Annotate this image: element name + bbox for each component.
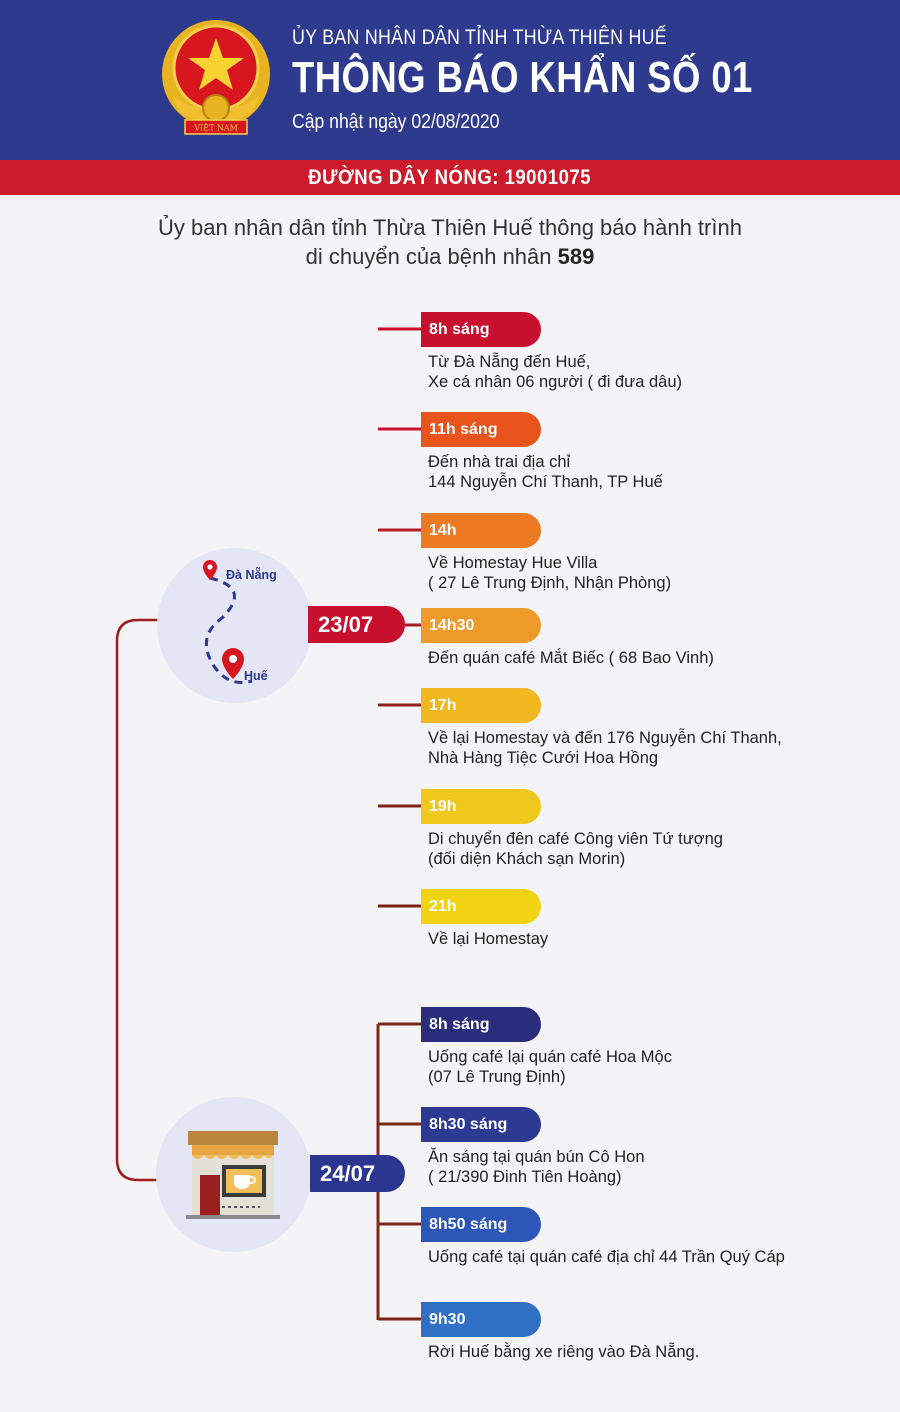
route-map-icon <box>203 560 253 684</box>
page-title: THÔNG BÁO KHẨN SỐ 01 <box>292 53 753 102</box>
day2-date-tag: 24/07 <box>310 1155 405 1192</box>
intro-line-1: Ủy ban nhân dân tỉnh Thừa Thiên Huế thôn… <box>158 215 742 240</box>
day1-time-pill: 14h <box>421 513 541 548</box>
day1-time-pill: 11h sáng <box>421 412 541 447</box>
day2-time-pill: 8h50 sáng <box>421 1207 541 1242</box>
day1-event-description: Về Homestay Hue Villa ( 27 Lê Trung Định,… <box>428 553 878 593</box>
description-line: 144 Nguyễn Chí Thanh, TP Huế <box>428 473 663 491</box>
description-line: Rời Huế bằng xe riêng vào Đà Nẵng. <box>428 1343 700 1361</box>
svg-text:VIỆT NAM: VIỆT NAM <box>193 124 238 133</box>
day1-event-description: Về lại Homestay và đến 176 Nguyễn Chí Th… <box>428 728 878 768</box>
map-label-destination: Huế <box>244 669 268 683</box>
day2-event-description: Uống café lại quán café Hoa Mộc (07 Lê Tr… <box>428 1047 878 1087</box>
description-line: Đến quán café Mắt Biếc ( 68 Bao Vinh) <box>428 649 714 667</box>
day1-time-pill: 14h30 <box>421 608 541 643</box>
intro-line-2: di chuyển của bệnh nhân 589 <box>305 244 595 269</box>
day1-event-description: Di chuyển đên café Công viên Tứ tượng (đố… <box>428 829 878 869</box>
day1-map-circle <box>157 548 312 703</box>
description-line: ( 27 Lê Trung Định, Nhận Phòng) <box>428 574 672 592</box>
intro-text: Ủy ban nhân dân tỉnh Thừa Thiên Huế thôn… <box>0 213 900 271</box>
hotline-bar: ĐƯỜNG DÂY NÓNG: 19001075 <box>0 160 900 195</box>
description-line: Đến nhà trai địa chỉ <box>428 453 571 471</box>
description-line: Di chuyển đên café Công viên Tứ tượng <box>428 830 723 848</box>
day1-event-description: Từ Đà Nẵng đến Huế, Xe cá nhân 06 người (… <box>428 352 878 392</box>
description-line: Từ Đà Nẵng đến Huế, <box>428 353 591 371</box>
day1-time-pill: 19h <box>421 789 541 824</box>
day1-event-description: Về lại Homestay <box>428 929 878 949</box>
hotline-label: ĐƯỜNG DÂY NÓNG: 19001075 <box>308 166 592 189</box>
day1-time-pill: 21h <box>421 889 541 924</box>
day2-cafe-circle <box>156 1097 311 1252</box>
day1-time-pill: 17h <box>421 688 541 723</box>
day2-time-pill: 9h30 <box>421 1302 541 1337</box>
agency-name: ỦY BAN NHÂN DÂN TỈNH THỪA THIÊN HUẾ <box>292 26 667 49</box>
cafe-shop-icon <box>186 1131 280 1219</box>
day2-event-description: Rời Huế bằng xe riêng vào Đà Nẵng. <box>428 1342 878 1362</box>
update-date: Cập nhật ngày 02/08/2020 <box>292 111 500 133</box>
description-line: (07 Lê Trung Định) <box>428 1068 566 1086</box>
description-line: (đối diện Khách sạn Morin) <box>428 850 626 868</box>
description-line: Xe cá nhân 06 người ( đi đưa dâu) <box>428 373 682 391</box>
destination-pin-icon <box>222 648 244 679</box>
description-line: Uống café lại quán café Hoa Mộc <box>428 1048 672 1066</box>
description-line: ( 21/390 Đinh Tiên Hoàng) <box>428 1168 622 1186</box>
day1-event-description: Đến nhà trai địa chỉ 144 Nguyễn Chí Thanh… <box>428 452 878 492</box>
day2-event-description: Ăn sáng tại quán bún Cô Hon ( 21/390 Đinh… <box>428 1147 878 1187</box>
national-emblem-icon: VIỆT NAM <box>162 20 270 135</box>
day2-time-pill: 8h sáng <box>421 1007 541 1042</box>
description-line: Uống café tại quán café địa chỉ 44 Trần … <box>428 1248 785 1266</box>
description-line: Nhà Hàng Tiệc Cưới Hoa Hồng <box>428 749 659 767</box>
origin-pin-icon <box>203 560 217 580</box>
description-line: Về lại Homestay <box>428 930 549 948</box>
patient-number: 589 <box>557 244 595 269</box>
description-line: Ăn sáng tại quán bún Cô Hon <box>428 1148 645 1166</box>
header-banner: VIỆT NAM ỦY BAN NHÂN DÂN TỈNH THỪA THIÊN… <box>0 0 900 160</box>
day2-event-description: Uống café tại quán café địa chỉ 44 Trần … <box>428 1247 878 1267</box>
day1-event-description: Đến quán café Mắt Biếc ( 68 Bao Vinh) <box>428 648 878 668</box>
map-label-origin: Đà Nẵng <box>226 568 277 582</box>
day2-time-pill: 8h30 sáng <box>421 1107 541 1142</box>
day1-date-tag: 23/07 <box>308 606 405 643</box>
description-line: Về lại Homestay và đến 176 Nguyễn Chí Th… <box>428 729 782 747</box>
description-line: Về Homestay Hue Villa <box>428 554 598 572</box>
day1-time-pill: 8h sáng <box>421 312 541 347</box>
